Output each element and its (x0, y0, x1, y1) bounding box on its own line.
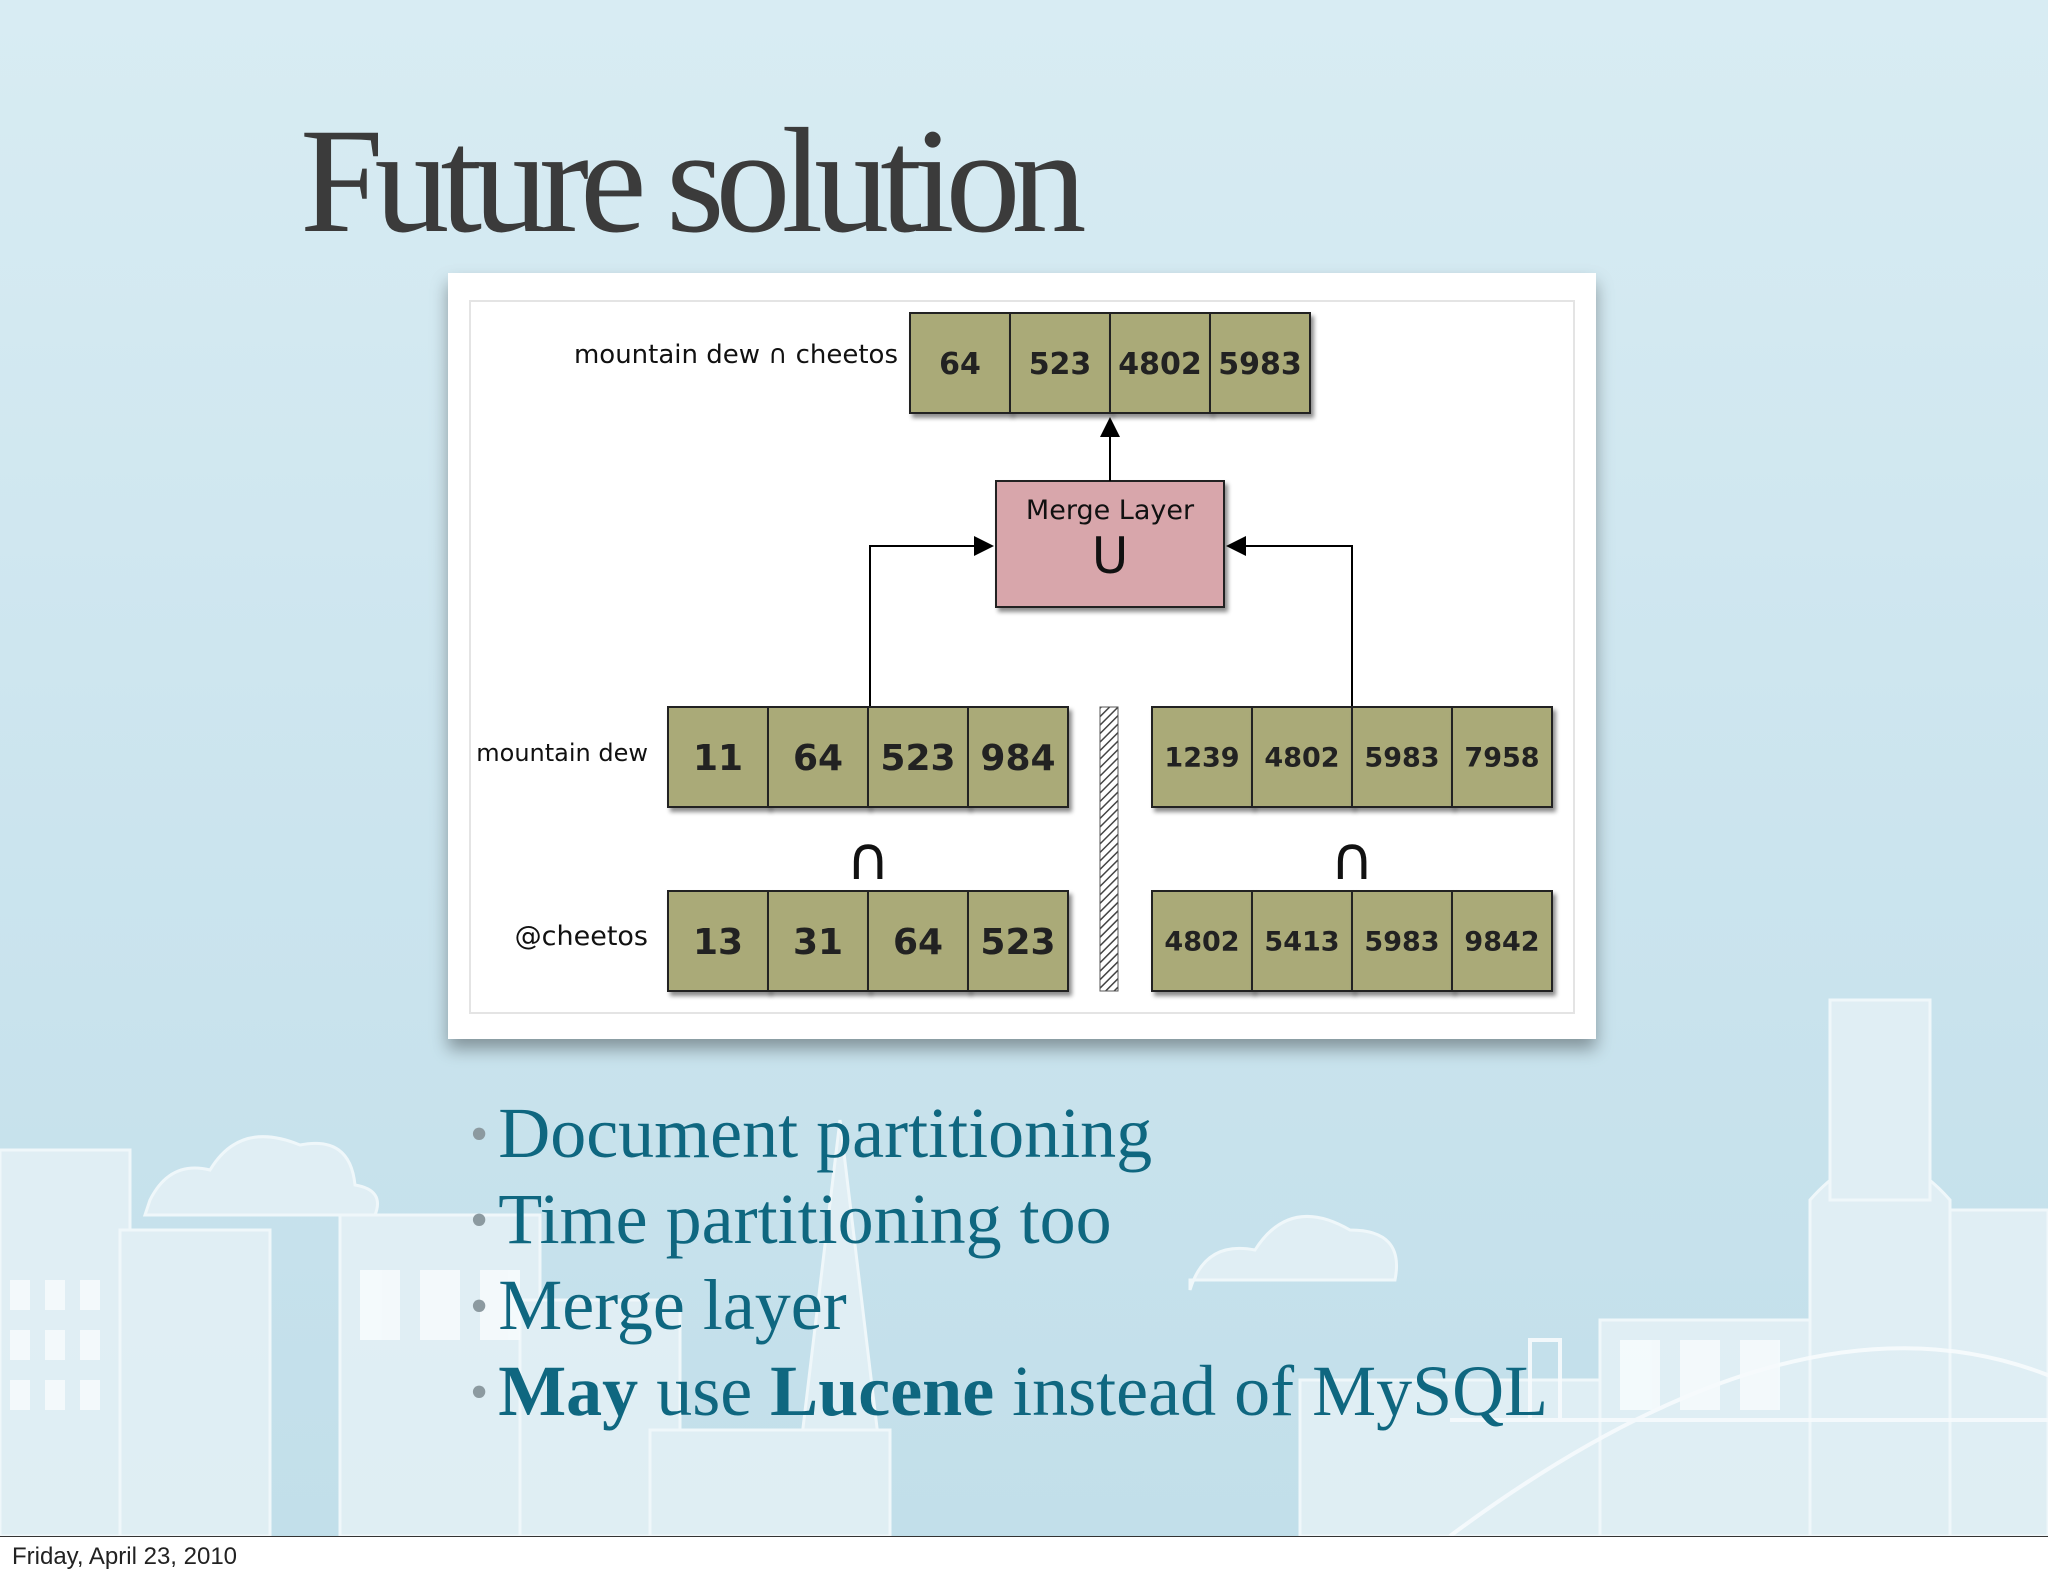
bullet-item: •May use Lucene instead of MySQL (470, 1348, 1548, 1434)
bullet-text: instead of MySQL (994, 1351, 1549, 1431)
right-top-row-cell (1351, 706, 1453, 808)
right-top-row-value: 5983 (1364, 743, 1439, 774)
bullet-item: •Time partitioning too (470, 1176, 1548, 1262)
left-top-row-cell (767, 706, 869, 808)
result-row-cell (1109, 312, 1211, 414)
diagram-inner-border (469, 300, 1575, 1014)
right-bottom-row-value: 5983 (1364, 927, 1439, 958)
result-row-cell (1209, 312, 1311, 414)
right-bottom-row-value: 4802 (1164, 927, 1239, 958)
bullet-text: May (498, 1351, 639, 1431)
right-bottom-row-cell (1451, 890, 1553, 992)
footer-date: Friday, April 23, 2010 (12, 1543, 238, 1570)
left-bottom-row-cell (667, 890, 769, 992)
bullet-text: Lucene (770, 1351, 995, 1431)
city-skyline-background (0, 998, 2048, 1536)
right-top-row-value: 7958 (1464, 743, 1539, 774)
right-top-row-cell (1451, 706, 1553, 808)
slide: Future solution mountain dew ∩ cheetos 64… (0, 0, 2048, 1536)
left-bottom-row-value: 31 (793, 922, 843, 963)
result-row-value: 5983 (1218, 347, 1302, 382)
right-top-row-cell (1151, 706, 1253, 808)
left-top-row-label: mountain dew (476, 739, 648, 767)
union-symbol: U (1092, 527, 1129, 585)
left-top-row-value: 11 (693, 738, 743, 779)
bullet-text: Time partitioning too (498, 1179, 1112, 1259)
right-top-row-value: 1239 (1164, 743, 1239, 774)
right-bottom-row-value: 9842 (1464, 927, 1539, 958)
left-intersection-symbol: ∩ (846, 824, 890, 894)
result-row-value: 523 (1029, 347, 1092, 382)
footer: Friday, April 23, 2010 (0, 1536, 2048, 1576)
left-top-row-value: 64 (793, 738, 843, 779)
left-top-row-cell (867, 706, 969, 808)
bullet-text: use (638, 1351, 771, 1431)
bullet-text: Document partitioning (498, 1093, 1153, 1173)
arrow-right-to-merge (1226, 536, 1353, 707)
bullet-text: Merge layer (498, 1265, 847, 1345)
right-top-row-value: 4802 (1264, 743, 1339, 774)
left-bottom-row-value: 64 (893, 922, 943, 963)
bullet-marker: • (470, 1364, 489, 1421)
left-bottom-row-cell (867, 890, 969, 992)
bullet-marker: • (470, 1278, 489, 1335)
left-bottom-row-value: 523 (980, 922, 1055, 963)
bullet-marker: • (470, 1106, 489, 1163)
result-row-cell (909, 312, 1011, 414)
right-bottom-row-cell (1151, 890, 1253, 992)
right-bottom-row-value: 5413 (1264, 927, 1339, 958)
result-row-cell (1009, 312, 1111, 414)
left-top-row-cell (967, 706, 1069, 808)
bullet-list: •Document partitioning•Time partitioning… (470, 1090, 1548, 1434)
result-row-label: mountain dew ∩ cheetos (574, 340, 898, 370)
left-top-row-value: 523 (880, 738, 955, 779)
left-top-row-value: 984 (980, 738, 1055, 779)
bullet-item: •Document partitioning (470, 1090, 1548, 1176)
result-row-value: 64 (939, 347, 981, 382)
arrow-left-to-merge (869, 536, 994, 707)
left-top-row-cell (667, 706, 769, 808)
bullet-item: •Merge layer (470, 1262, 1548, 1348)
right-intersection-symbol: ∩ (1330, 824, 1374, 894)
merge-layer-label: Merge Layer (1026, 495, 1195, 526)
right-bottom-row-cell (1351, 890, 1453, 992)
result-row-value: 4802 (1118, 347, 1202, 382)
bullet-marker: • (470, 1192, 489, 1249)
left-bottom-row-label: @cheetos (515, 921, 648, 952)
left-bottom-row-value: 13 (693, 922, 743, 963)
left-bottom-row-cell (767, 890, 869, 992)
partition-divider (1099, 706, 1119, 992)
left-bottom-row-cell (967, 890, 1069, 992)
slide-title: Future solution (300, 98, 1087, 264)
